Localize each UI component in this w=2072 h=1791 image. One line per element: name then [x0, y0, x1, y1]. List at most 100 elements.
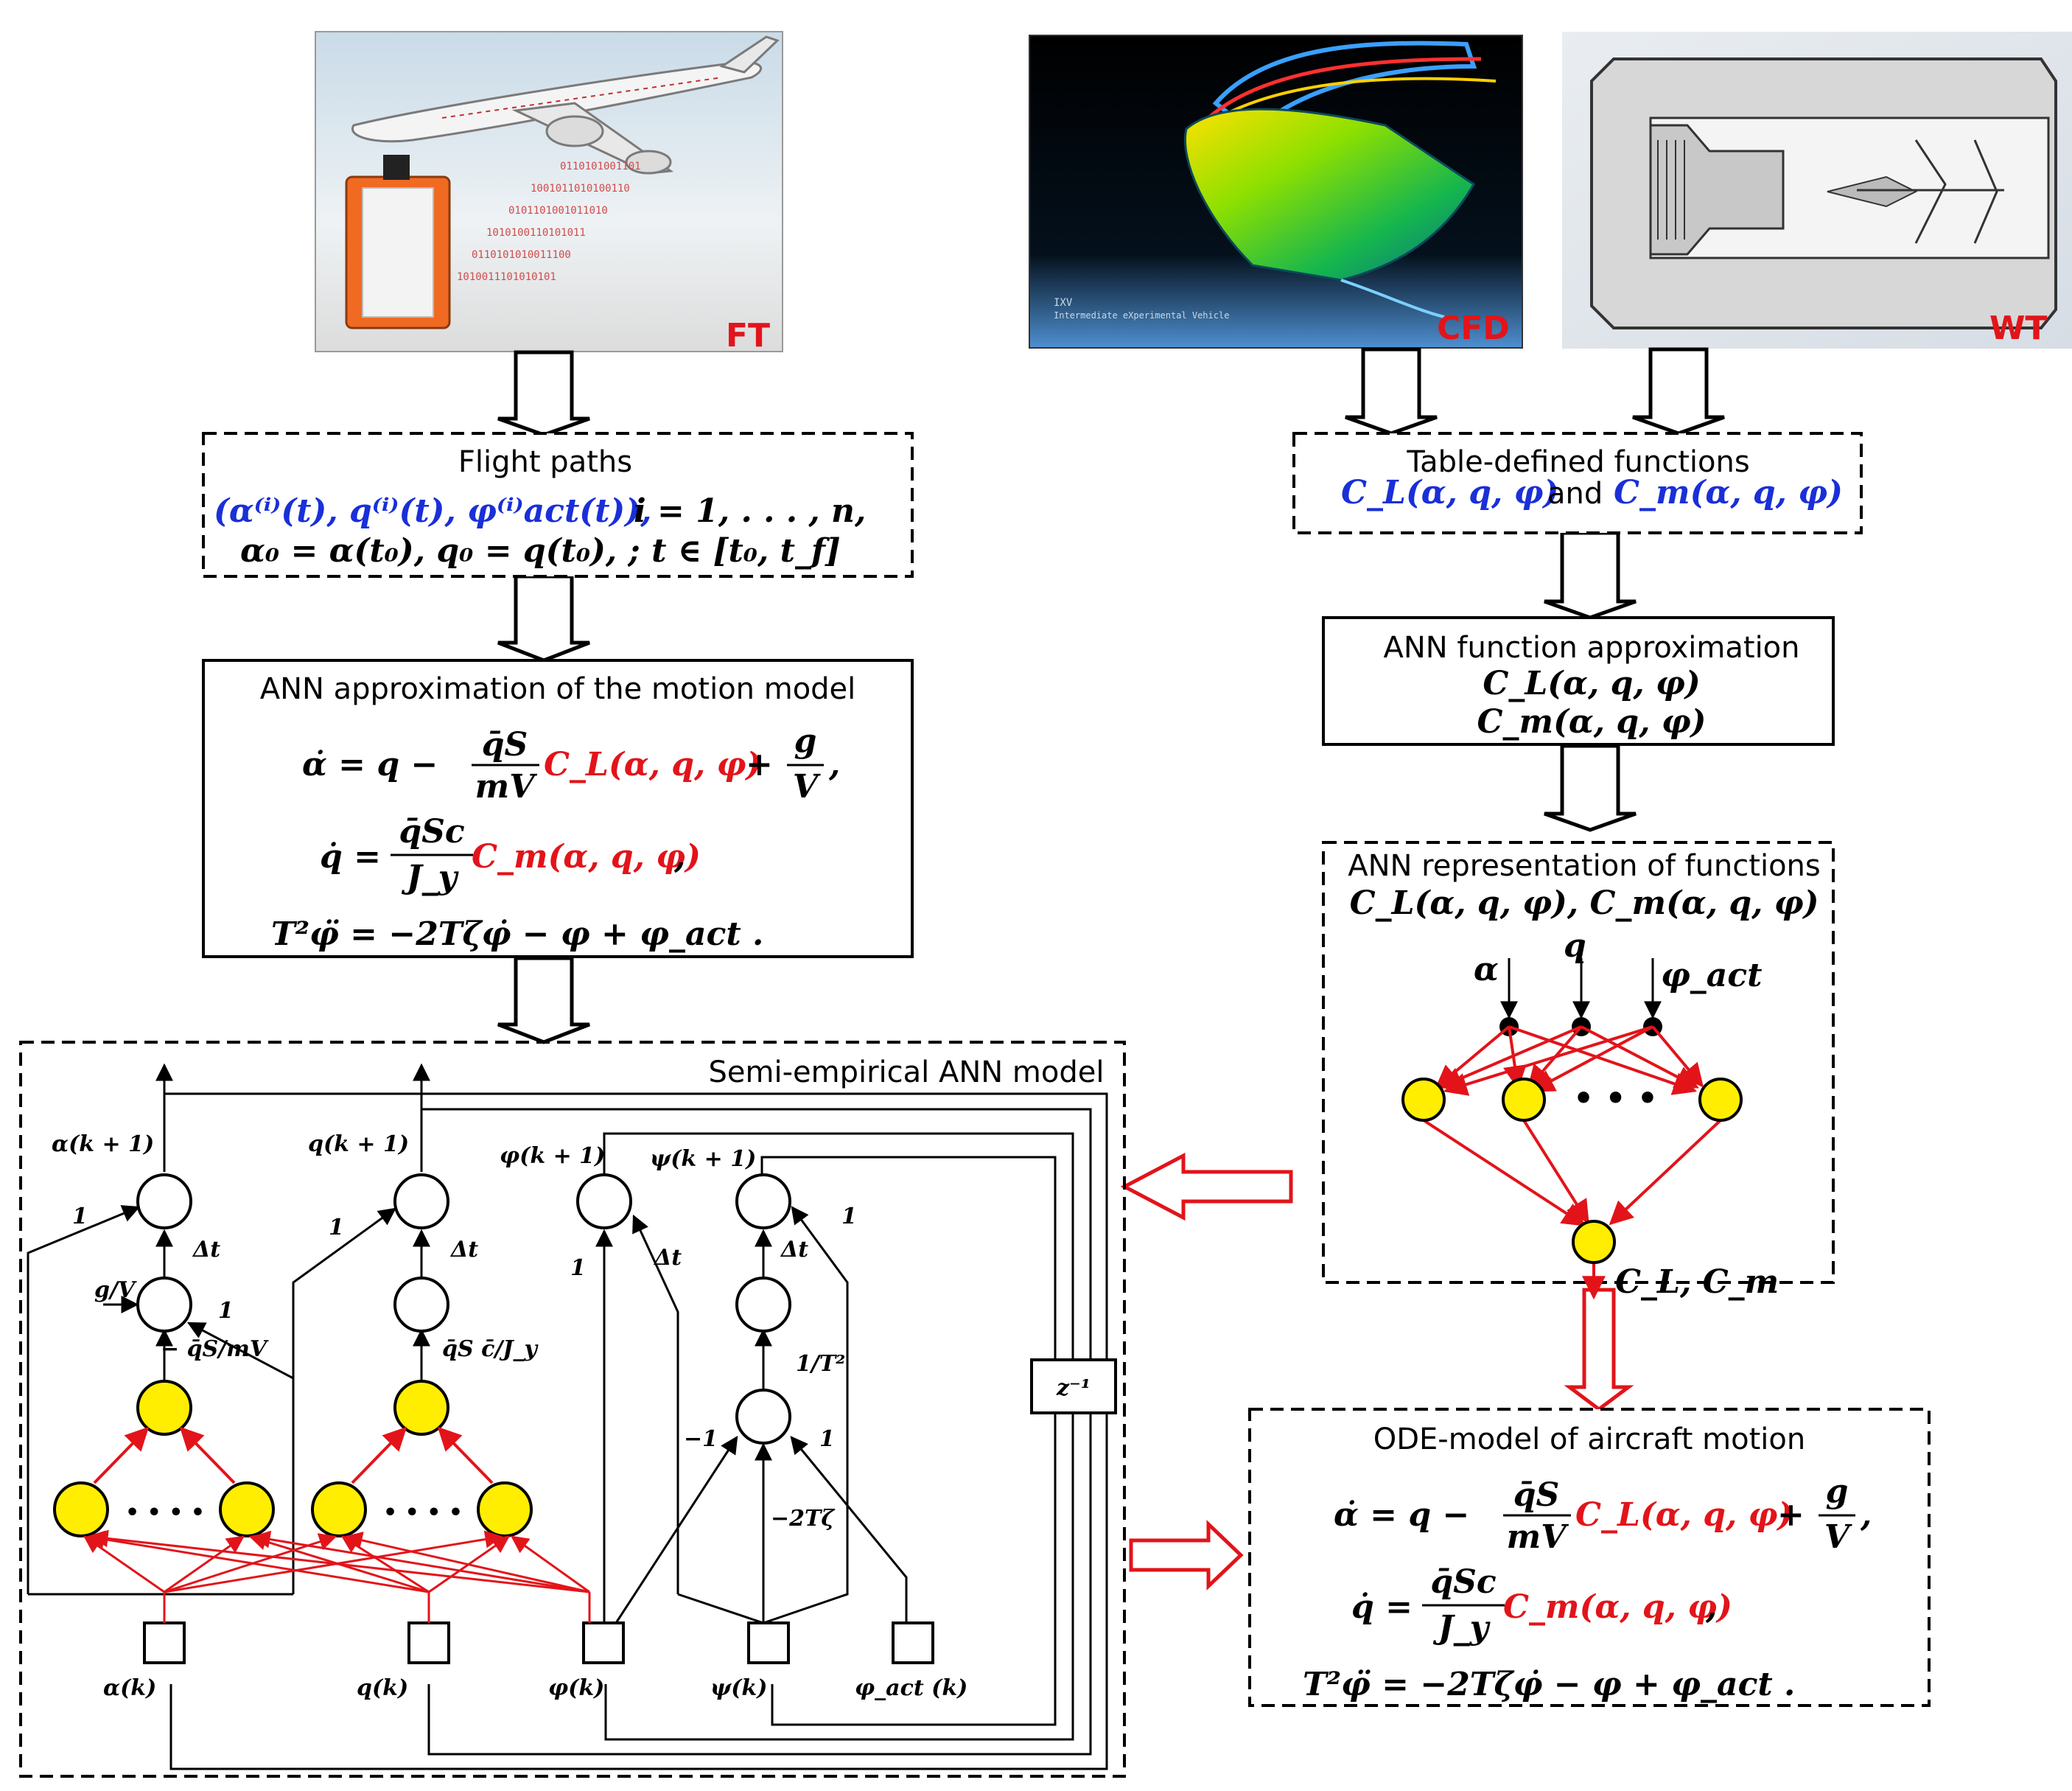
label-weight-1a: 1 — [72, 1204, 88, 1229]
label-neg-qs-mv: − q̄S/mV — [161, 1336, 269, 1362]
ode-eq2-cm: C_m(α, q, φ) — [1503, 1588, 1732, 1626]
label-neg-2tz: −2Tζ — [771, 1506, 836, 1532]
ode-eq3: T²φ̈ = −2Tζφ̇ − φ + φ_act . — [1303, 1666, 1795, 1703]
label-weight-1e: 1 — [841, 1204, 857, 1229]
ann-eq1-comma: , — [828, 746, 840, 783]
label-q-k: q(k) — [357, 1675, 408, 1701]
ode-title: ODE-model of aircraft motion — [1373, 1422, 1806, 1456]
table-functions-and: and — [1547, 477, 1603, 511]
cfd-image: IXV Intermediate eXperimental Vehicle CF… — [1029, 35, 1523, 349]
flight-paths-box: Flight paths (α⁽ⁱ⁾(t), q⁽ⁱ⁾(t), φ⁽ⁱ⁾act(… — [202, 432, 914, 578]
ode-eq1-num: q̄S — [1513, 1476, 1560, 1514]
ode-eq1-den2: V — [1824, 1518, 1852, 1556]
svg-text:0101101001011010: 0101101001011010 — [508, 205, 608, 217]
svg-text:1010011101010101: 1010011101010101 — [457, 271, 556, 283]
ann-eq1-plus: + — [746, 746, 773, 783]
table-functions-box: Table-defined functions C_L(α, q, φ) and… — [1292, 432, 1863, 534]
ann-repr-funcs: C_L(α, q, φ), C_m(α, q, φ) — [1350, 884, 1819, 922]
arrow-semi-to-ode — [1129, 1520, 1244, 1591]
label-weight-1c: 1 — [329, 1215, 344, 1240]
label-dt-alpha: Δt — [192, 1237, 220, 1263]
ode-eq2-lhs: q̇ = — [1351, 1588, 1413, 1626]
label-weight-1f: 1 — [819, 1426, 835, 1452]
ann-repr-box: ANN representation of functions C_L(α, q… — [1322, 841, 1835, 1301]
flight-paths-title: Flight paths — [458, 445, 632, 479]
arrow-paths-to-ann — [497, 574, 590, 663]
dots-q-hidden: • • • • — [383, 1500, 463, 1526]
label-qsc-jy: q̄S c̄/J_y — [442, 1336, 539, 1362]
arrow-approx-to-repr — [1544, 744, 1637, 832]
ann-motion-box: ANN approximation of the motion model α̇… — [202, 659, 914, 958]
wt-label: WT — [1989, 310, 2048, 347]
dots-alpha-hidden: • • • • — [125, 1500, 205, 1526]
arrow-ann-to-semi — [497, 956, 590, 1044]
airplane-icon — [351, 35, 780, 175]
table-function-cl: C_L(α, q, φ) — [1341, 474, 1558, 512]
ann-repr-input-q: q — [1564, 927, 1586, 965]
ann-eq1-den: mV — [475, 768, 538, 806]
ann-eq1-num: q̄S — [482, 726, 528, 764]
ann-eq1-num2: g — [794, 722, 817, 760]
ode-eq1-lhs: α̇ = q − — [1334, 1496, 1469, 1534]
label-phi-next: φ(k + 1) — [500, 1143, 605, 1169]
ode-eq1-num2: g — [1826, 1473, 1849, 1510]
label-alpha-k: α(k) — [103, 1675, 156, 1701]
label-psi-next: ψ(k + 1) — [650, 1146, 756, 1172]
ode-eq2-den: J_y — [1433, 1609, 1491, 1647]
ann-eq3: T²φ̈ = −2Tζφ̇ − φ + φ_act . — [271, 915, 763, 953]
label-phiact-k: φ_act (k) — [855, 1675, 967, 1701]
ann-eq1-lhs: α̇ = q − — [302, 746, 438, 783]
ode-eq1-den: mV — [1507, 1518, 1569, 1556]
label-psi-k: ψ(k) — [710, 1675, 767, 1701]
label-alpha-next: α(k + 1) — [52, 1131, 154, 1157]
ann-eq2-num: q̄Sc — [399, 813, 465, 851]
ft-image: 1010011101010101 0110101010011100 101010… — [315, 31, 783, 355]
ode-eq1-comma: , — [1860, 1496, 1872, 1534]
ode-eq1-cl: C_L(α, q, φ) — [1575, 1496, 1793, 1534]
ann-eq2-cm: C_m(α, q, φ) — [472, 838, 701, 876]
label-phi-k: φ(k) — [548, 1675, 604, 1701]
red-flow-arrows — [1120, 1152, 1634, 1591]
ode-eq1-plus: + — [1777, 1496, 1805, 1534]
cfd-label: CFD — [1437, 310, 1510, 347]
ann-motion-title: ANN approximation of the motion model — [260, 672, 856, 706]
table-functions-title: Table-defined functions — [1406, 445, 1749, 479]
arrow-tables-to-approx — [1544, 531, 1637, 620]
label-weight-1b: 1 — [218, 1298, 234, 1324]
ann-func-approx-box: ANN function approximation C_L(α, q, φ) … — [1322, 616, 1835, 746]
arrow-repr-to-semi — [1120, 1152, 1293, 1221]
label-dt-q: Δt — [449, 1237, 478, 1263]
arrow-repr-to-ode — [1564, 1288, 1634, 1412]
ft-label: FT — [726, 317, 770, 355]
ann-func-approx-cl: C_L(α, q, φ) — [1483, 665, 1700, 702]
label-neg-one: −1 — [684, 1426, 718, 1452]
ode-eq2-comma: , — [1705, 1588, 1717, 1626]
flight-paths-line2: α₀ = α(t₀), q₀ = q(t₀), ; t ∈ [t₀, t_f] — [240, 532, 841, 570]
ann-eq1-cl: C_L(α, q, φ) — [544, 746, 761, 783]
delay-label: z⁻¹ — [1056, 1375, 1091, 1401]
flight-paths-line1: (α⁽ⁱ⁾(t), q⁽ⁱ⁾(t), φ⁽ⁱ⁾act(t)), — [214, 492, 651, 530]
semi-empirical-title: Semi-empirical ANN model — [709, 1055, 1105, 1089]
svg-text:1010100110101011: 1010100110101011 — [486, 227, 586, 239]
ann-eq2-comma: , — [673, 838, 685, 876]
ode-eq2-num: q̄Sc — [1430, 1563, 1497, 1601]
binary-stream: 1010011101010101 0110101010011100 101010… — [457, 161, 641, 283]
flight-paths-line1b: i = 1, . . . , n, — [634, 492, 866, 530]
ann-func-approx-cm: C_m(α, q, φ) — [1477, 703, 1707, 741]
label-one-over-t2: 1/T² — [796, 1351, 845, 1377]
label-q-next: q(k + 1) — [308, 1131, 409, 1157]
wt-image: WT — [1562, 32, 2072, 349]
delay-box — [1030, 1358, 1117, 1414]
cfd-caption-2: Intermediate eXperimental Vehicle — [1054, 310, 1229, 321]
flow-arrows — [497, 347, 1725, 1044]
semi-empirical-box: Semi-empirical ANN model z⁻¹ — [19, 1041, 1126, 1778]
label-dt-psi: Δt — [780, 1237, 808, 1263]
ode-model-box: ODE-model of aircraft motion α̇ = q − q̄… — [1248, 1408, 1931, 1707]
label-g-over-v: g/V — [94, 1277, 137, 1303]
ann-repr-output: C_L, C_m — [1615, 1263, 1779, 1301]
ann-repr-input-phiact: φ_act — [1661, 957, 1762, 994]
ann-repr-title: ANN representation of functions — [1348, 849, 1821, 883]
recorder-icon — [345, 155, 451, 329]
ann-eq1-den2: V — [793, 768, 821, 806]
ann-eq2-lhs: q̇ = — [320, 838, 381, 876]
